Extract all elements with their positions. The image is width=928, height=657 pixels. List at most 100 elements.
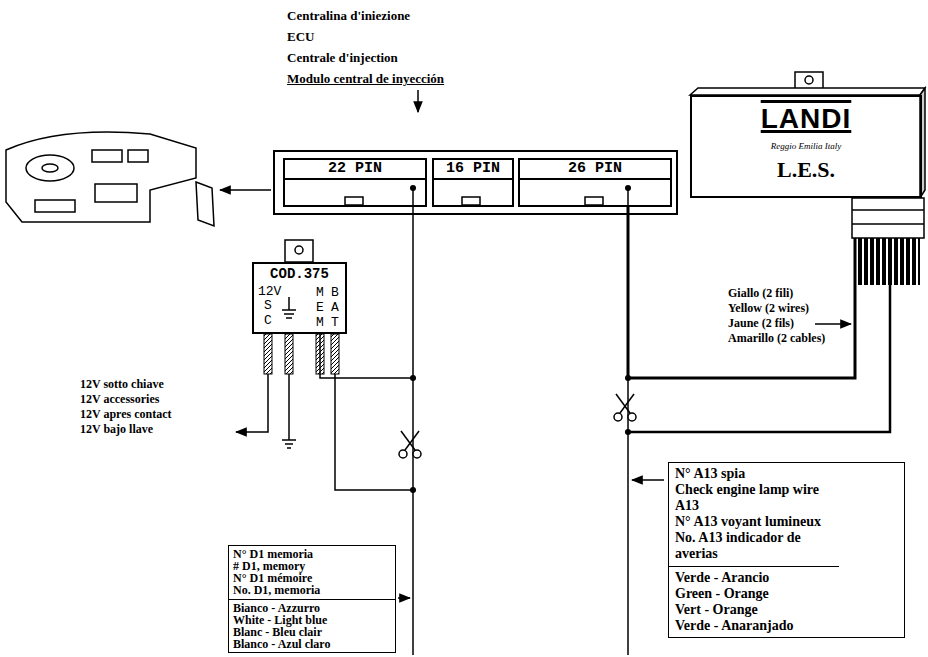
mounting-tab	[795, 72, 823, 89]
les-unit-box: LANDI Reggio Emilia ItalyL.E.S.	[690, 95, 922, 198]
brand-marking: L.E.S.	[692, 157, 920, 183]
callout-text: N° D1 mémoire	[233, 572, 391, 584]
wire-connector	[628, 198, 855, 378]
relay-marking: BAT	[331, 285, 339, 330]
cut-symbol	[614, 394, 636, 421]
callout-arrow	[398, 597, 410, 599]
callout-text: Blanc - Bleu clair	[233, 626, 391, 638]
callout-text: Verde - Arancio	[669, 566, 839, 586]
wire-label: 12V sotto chiave	[80, 377, 164, 391]
callout-text: No. A13 indicador de averias	[675, 530, 833, 562]
callout-arrow	[632, 479, 664, 481]
relay-lead	[331, 334, 339, 374]
console	[35, 200, 75, 212]
relay-tab	[285, 240, 313, 262]
location-arrow	[220, 189, 271, 191]
mounting-hole	[805, 76, 813, 84]
relay-lead	[285, 334, 293, 374]
ground-bar	[285, 443, 293, 445]
relay-marking: 12V	[258, 285, 281, 298]
callout-text: N° A13 spia	[675, 466, 833, 482]
ground-bar	[282, 439, 296, 441]
ground-bar	[287, 447, 291, 449]
wire-label: 12V accessories	[80, 392, 159, 406]
callout-text: Blanco - Azul claro	[233, 638, 391, 650]
harness-cables	[858, 238, 920, 285]
ground-bar	[282, 309, 296, 311]
steering-wheel	[26, 155, 74, 181]
scissor-handle	[399, 450, 407, 458]
wire-label: Giallo (2 fili)	[728, 286, 793, 300]
callout-text: N° A13 voyant lumineux	[675, 514, 833, 530]
brand-marking: Reggio Emilia Italy	[692, 141, 920, 152]
callout-text: Verde - Anaranjado	[675, 618, 833, 634]
junction-dot	[625, 429, 631, 435]
dashboard-vent	[92, 150, 122, 162]
connector-box: 22 PIN	[283, 158, 427, 207]
wire-label: 12V bajo llave	[80, 422, 153, 436]
relay-marking: MEM	[316, 285, 324, 330]
wire	[412, 378, 414, 655]
yellow-wire	[628, 285, 890, 432]
wire-label: Jaune (2 fils)	[728, 316, 794, 330]
connectors	[320, 198, 855, 378]
pin-count: 26 PIN	[520, 160, 670, 180]
callout-text: Check engine lamp wire A13	[675, 482, 833, 514]
callout-arrow	[815, 323, 851, 325]
relay-lead	[264, 334, 272, 374]
glove-box	[95, 184, 137, 202]
connector-box: 16 PIN	[432, 158, 514, 207]
ground-symbol	[282, 297, 296, 448]
junction-dot	[625, 185, 631, 191]
wire-label: Yellow (2 wires)	[728, 301, 809, 315]
callout-box: N° A13 spiaCheck engine lamp wire A13N° …	[668, 462, 905, 638]
dashboard-illustration	[6, 132, 214, 226]
ground-bar	[286, 317, 292, 319]
scissor-handle	[628, 413, 636, 421]
relay-marking: COD.375	[254, 267, 345, 282]
callout-text: N° D1 memoria	[233, 548, 391, 560]
relay-lead	[316, 334, 324, 374]
cut-symbol	[399, 431, 421, 458]
ground-bar	[284, 313, 294, 315]
callout-text: No. D1, memoria	[233, 584, 391, 596]
connector-box: 26 PIN	[518, 158, 672, 207]
dashboard-vent	[128, 150, 148, 162]
dashboard-outline	[6, 132, 196, 222]
callout-text: Vert - Orange	[675, 602, 833, 618]
ecu-heading: Modulo central de inyección	[287, 71, 444, 87]
les-housing	[690, 72, 925, 285]
relay-marking: SC	[264, 298, 272, 328]
callout-text: Bianco - Azzurro	[229, 599, 395, 614]
junction-dot	[625, 375, 631, 381]
ground-stem	[288, 297, 290, 310]
wire-connector	[320, 207, 413, 378]
relay-box: COD.375 12VSC MEM BAT	[252, 262, 347, 334]
relay-tab-hole	[295, 246, 303, 254]
callout-box: N° D1 memoria# D1, memoryN° D1 mémoireNo…	[228, 545, 396, 653]
pin-count: 22 PIN	[285, 160, 425, 180]
wires	[289, 188, 890, 655]
plug-rib	[852, 223, 924, 225]
junctions	[410, 185, 631, 493]
harness-plug	[852, 198, 924, 238]
steering-hub	[42, 164, 58, 172]
connector-tab	[462, 197, 480, 205]
pin-count: 16 PIN	[434, 160, 512, 180]
callout-text: # D1, memory	[233, 560, 391, 572]
wire-label: 12V apres contact	[80, 407, 172, 421]
callout-text: Green - Orange	[675, 586, 833, 602]
housing-top	[690, 88, 925, 95]
brand-marking: LANDI	[692, 103, 920, 135]
junction-dot	[410, 487, 416, 493]
junction-dot	[410, 375, 416, 381]
ignition-wire	[236, 374, 268, 432]
junction-dot	[410, 185, 416, 191]
heading-arrow	[417, 90, 419, 112]
connector-tab	[345, 197, 363, 205]
ecu-heading: ECU	[287, 29, 314, 45]
ecu-heading: Centralina d'iniezione	[287, 8, 410, 24]
wire-label: Amarillo (2 cables)	[728, 331, 825, 345]
